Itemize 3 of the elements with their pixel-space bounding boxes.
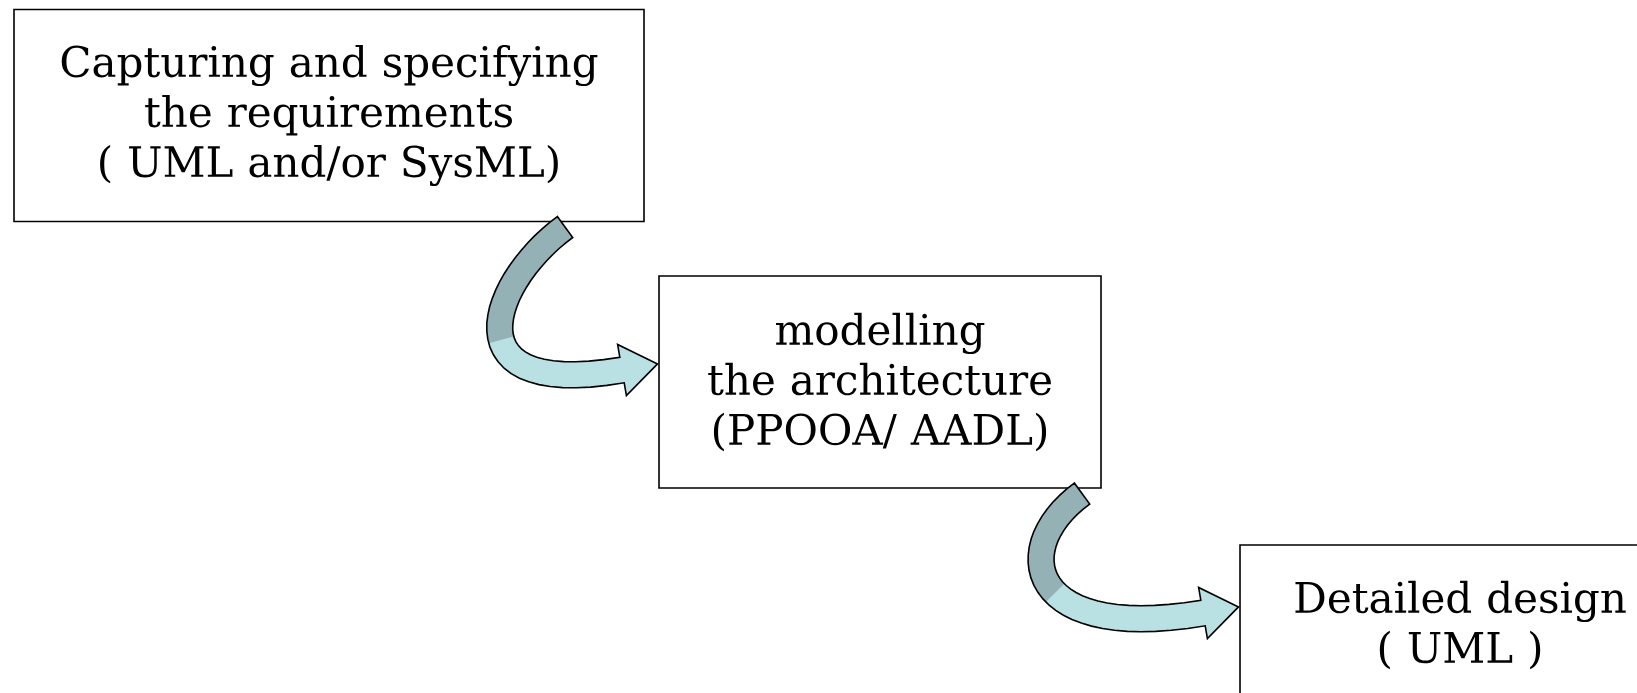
text-box: modelling the architecture (PPOOA/ AADL) <box>658 275 1102 489</box>
text-box: Capturing and specifying the requirements ( UML and/or SysML) <box>13 8 645 223</box>
text-box: Detailed design ( UML ) <box>1239 544 1637 693</box>
